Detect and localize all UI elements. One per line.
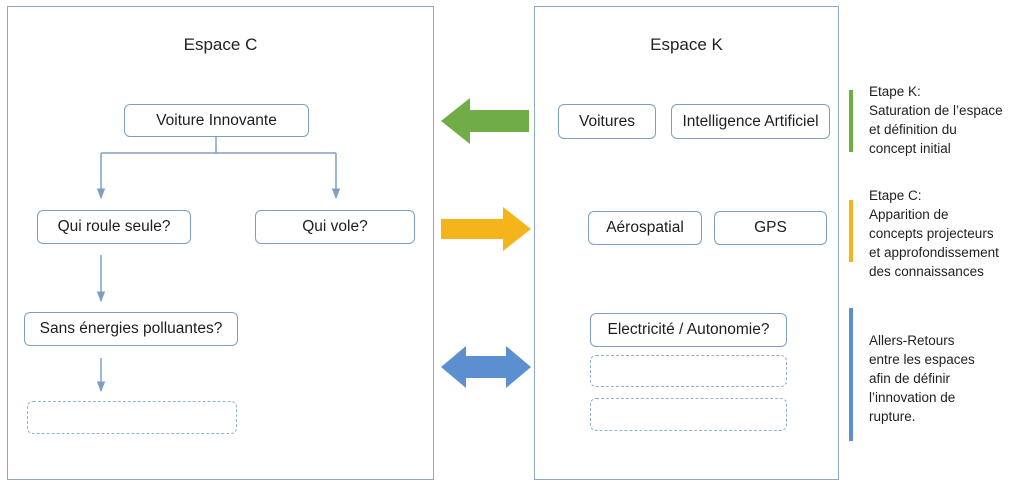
node-voitures: Voitures: [558, 104, 656, 139]
node-sans-energies: Sans énergies polluantes?: [24, 312, 238, 346]
node-qui-vole: Qui vole?: [255, 210, 415, 244]
espace-k-title: Espace K: [650, 35, 723, 54]
node-k-empty-2: [590, 398, 787, 431]
node-aerospatial: Aérospatial: [588, 211, 702, 245]
node-k-empty-1: [590, 355, 787, 387]
arrow-c-to-k: [441, 207, 531, 251]
espace-c-title: Espace C: [183, 35, 258, 54]
arrow-both: [441, 346, 531, 388]
arrow-k-to-c: [441, 98, 529, 144]
node-c-empty: [27, 401, 237, 434]
legend-bar-etape-c: [849, 200, 853, 262]
legend-bar-allers-retours: [849, 308, 853, 441]
legend-text-etape-c: Etape C: Apparition de concepts projecte…: [869, 188, 999, 279]
node-qui-roule-seule: Qui roule seule?: [37, 210, 191, 244]
legend-text-allers-retours: Allers-Retours entre les espaces afin de…: [869, 333, 975, 424]
node-voiture-innovante: Voiture Innovante: [124, 104, 309, 137]
legend-bar-etape-k: [849, 90, 853, 152]
legend-text-etape-k: Etape K: Saturation de l’espace et défin…: [869, 84, 1003, 156]
node-electricite: Electricité / Autonomie?: [590, 313, 787, 347]
node-intelligence-artificiel: Intelligence Artificiel: [671, 104, 830, 139]
node-gps: GPS: [714, 211, 827, 245]
